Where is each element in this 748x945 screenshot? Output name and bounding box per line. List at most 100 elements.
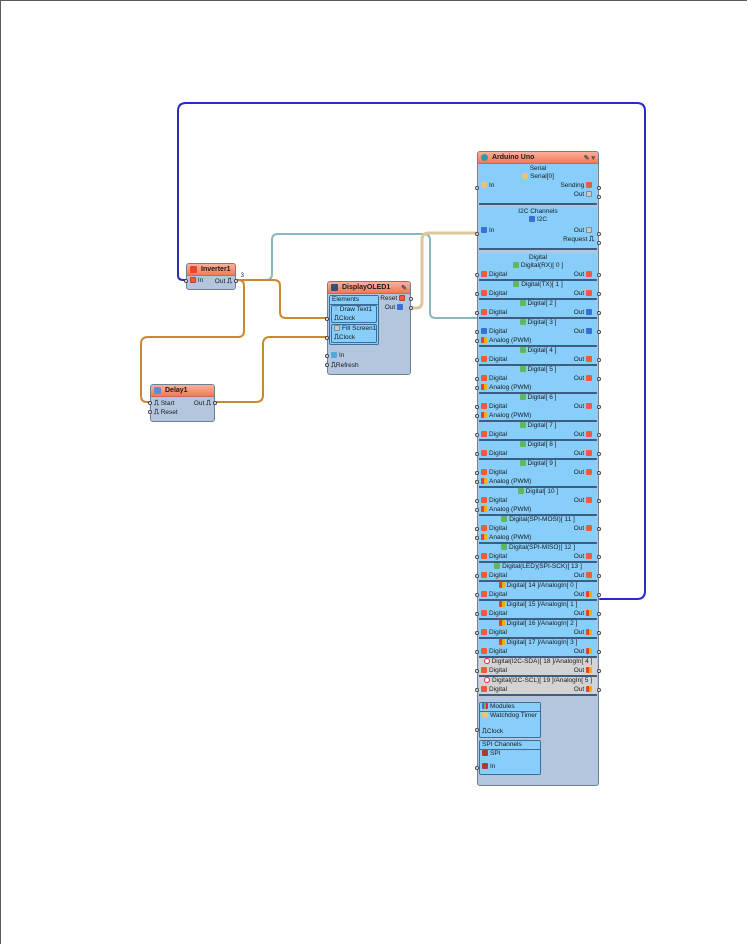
i2c-in-pin[interactable]: [475, 232, 479, 236]
digital-out-pin[interactable]: [597, 471, 601, 475]
serial-sending-pin[interactable]: [597, 186, 601, 190]
digital-in-pin[interactable]: [475, 669, 479, 673]
display-oled-component[interactable]: DisplayOLED1 ✎ Elements T Draw Text1 ⎍Cl…: [325, 281, 413, 375]
digital-out-pin[interactable]: [597, 273, 601, 277]
inverter-out-pin[interactable]: [234, 279, 238, 283]
drawtext-clock-pin[interactable]: [325, 317, 329, 321]
display-title-bar[interactable]: DisplayOLED1 ✎: [328, 282, 410, 294]
digital-in-pin[interactable]: [475, 273, 479, 277]
fill-screen-element[interactable]: Fill Screen1 ⎍Clock: [331, 324, 377, 343]
digital-out-pin[interactable]: [597, 499, 601, 503]
digital-in-pin[interactable]: [475, 527, 479, 531]
digital-pin-section[interactable]: Digital(I2C-SCL)[ 19 ]/AnalogIn[ 5 ]Digi…: [479, 677, 597, 696]
serial-in-pin[interactable]: [475, 186, 479, 190]
tools-icon[interactable]: ✎ ▾: [583, 155, 595, 162]
delay-component[interactable]: Delay1 ⎍ Start ⎍ Reset Out ⎍: [148, 384, 217, 422]
display-reset-pin[interactable]: [409, 297, 413, 301]
digital-out-pin[interactable]: [597, 669, 601, 673]
digital-in-pin[interactable]: [475, 631, 479, 635]
digital-out-pin[interactable]: [597, 433, 601, 437]
display-refresh-pin[interactable]: [325, 363, 329, 367]
digital-in-pin[interactable]: [475, 574, 479, 578]
digital-in-pin[interactable]: [475, 377, 479, 381]
digital-in-pin[interactable]: [475, 650, 479, 654]
serial-out-pin[interactable]: [597, 195, 601, 199]
digital-out-pin[interactable]: [597, 688, 601, 692]
digital-out-pin[interactable]: [597, 555, 601, 559]
digital-in-pin[interactable]: [475, 612, 479, 616]
delay-out-pin[interactable]: [213, 401, 217, 405]
digital-out-pin[interactable]: [597, 593, 601, 597]
digital-in-pin[interactable]: [475, 330, 479, 334]
digital-out-pin[interactable]: [597, 527, 601, 531]
analog-pwm-pin[interactable]: [475, 480, 479, 484]
digital-out-pin[interactable]: [597, 311, 601, 315]
digital-in-pin[interactable]: [475, 555, 479, 559]
analog-pwm-pin[interactable]: [475, 536, 479, 540]
analog-pwm-pin[interactable]: [475, 508, 479, 512]
arduino-uno-component[interactable]: Arduino Uno ✎ ▾ Serial Serial[0] In Send…: [475, 151, 601, 786]
delay-reset-pin[interactable]: [148, 410, 152, 414]
digital-out-pin[interactable]: [597, 330, 601, 334]
serial-channel[interactable]: Serial[0] In Sending Out: [479, 173, 597, 205]
fillscreen-clock-pin[interactable]: [325, 336, 329, 340]
i2c-request-pin[interactable]: [597, 241, 601, 245]
modules-panel[interactable]: Modules Watchdog Timer ⎍Clock: [479, 702, 541, 738]
delay-title-bar[interactable]: Delay1: [151, 385, 214, 397]
digital-in-pin[interactable]: [475, 593, 479, 597]
digital-out-pin[interactable]: [597, 405, 601, 409]
inverter-in-pin[interactable]: [184, 279, 188, 283]
arduino-title-bar[interactable]: Arduino Uno ✎ ▾: [478, 152, 598, 164]
digital-out-pin[interactable]: [597, 358, 601, 362]
i2c-out-pin[interactable]: [597, 232, 601, 236]
inverter-component[interactable]: Inverter1 In Out ⎍ 3: [184, 263, 244, 290]
display-in-pin[interactable]: [325, 354, 329, 358]
digital-in-pin[interactable]: [475, 433, 479, 437]
analog-pwm-pin[interactable]: [475, 339, 479, 343]
digital-out-pin[interactable]: [597, 612, 601, 616]
digital-pin-section[interactable]: Digital(I2C-SDA)[ 18 ]/AnalogIn[ 4 ]Digi…: [479, 658, 597, 677]
analog-pwm-pin[interactable]: [475, 386, 479, 390]
digital-in-pin[interactable]: [475, 311, 479, 315]
digital-in-pin[interactable]: [475, 471, 479, 475]
digital-in-pin[interactable]: [475, 405, 479, 409]
spi-panel[interactable]: SPI Channels SPI In: [479, 740, 541, 775]
inverter-title-bar[interactable]: Inverter1: [187, 264, 235, 276]
display-out-pin[interactable]: [409, 306, 413, 310]
digital-out-pin[interactable]: [597, 292, 601, 296]
digital-out-pin[interactable]: [597, 631, 601, 635]
digital-out-pin[interactable]: [597, 452, 601, 456]
tools-icon[interactable]: ✎: [401, 285, 407, 292]
analog-pwm-pin[interactable]: [475, 414, 479, 418]
digital-in-pin[interactable]: [475, 452, 479, 456]
digital-in-pin[interactable]: [475, 688, 479, 692]
digital-in-pin[interactable]: [475, 358, 479, 362]
delay-start-pin[interactable]: [148, 401, 152, 405]
spi-in-pin[interactable]: [475, 766, 479, 770]
i2c-channel[interactable]: I2C In Out Request ⎍: [479, 216, 597, 250]
digital-in-pin[interactable]: [475, 292, 479, 296]
digital-out-pin[interactable]: [597, 650, 601, 654]
draw-text-element[interactable]: T Draw Text1 ⎍Clock: [331, 305, 377, 323]
digital-out-pin[interactable]: [597, 377, 601, 381]
watchdog-clock-pin[interactable]: [475, 728, 479, 732]
digital-out-pin[interactable]: [597, 574, 601, 578]
digital-in-pin[interactable]: [475, 499, 479, 503]
